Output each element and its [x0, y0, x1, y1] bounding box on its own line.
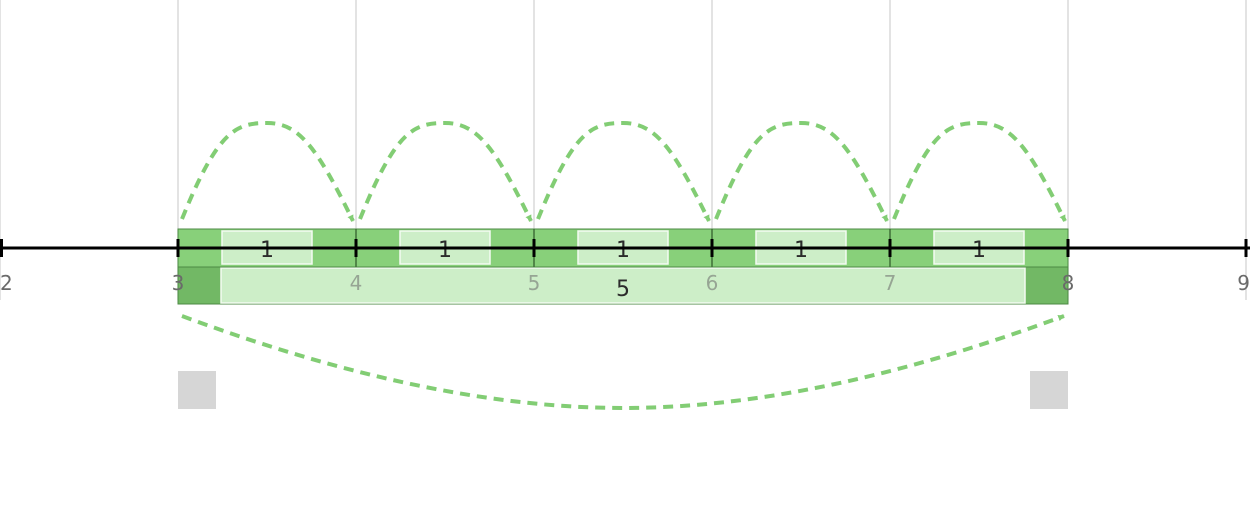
- unit-jump-label-5: 1: [972, 238, 986, 263]
- jump-bars: 5 1 1 1 1 1: [176, 228, 1070, 305]
- unit-jump-label-1: 1: [260, 238, 274, 263]
- handles: [178, 371, 1068, 409]
- tick-label-3: 3: [172, 271, 185, 295]
- tick-label-2: 2: [0, 271, 13, 295]
- tick-label-8: 8: [1062, 271, 1075, 295]
- unit-jump-arrow-1: [180, 120, 355, 222]
- number-line: 2 3 4 5 6 7 8 9: [0, 239, 1250, 295]
- gridlines: [0, 0, 1247, 300]
- tick-label-6: 6: [706, 271, 719, 295]
- total-jump-label: 5: [616, 277, 630, 302]
- total-jump-label-box: [220, 267, 1026, 304]
- unit-jump-label-4: 1: [794, 238, 808, 263]
- tick-label-5: 5: [528, 271, 541, 295]
- tick-label-4: 4: [350, 271, 363, 295]
- total-jump-arrow: [181, 314, 1065, 411]
- tick-label-9: 9: [1237, 271, 1250, 295]
- end-handle[interactable]: [1030, 371, 1068, 409]
- unit-jump-label-3: 1: [616, 238, 630, 263]
- unit-jump-label-2: 1: [438, 238, 452, 263]
- unit-jump-arrow-4: [714, 120, 889, 222]
- tick-label-7: 7: [884, 271, 897, 295]
- unit-jump-arrow-5: [892, 120, 1067, 222]
- unit-jump-arrow-2: [358, 120, 533, 222]
- jump-arrows: [180, 120, 1067, 411]
- start-handle[interactable]: [178, 371, 216, 409]
- unit-jump-arrow-3: [536, 120, 711, 222]
